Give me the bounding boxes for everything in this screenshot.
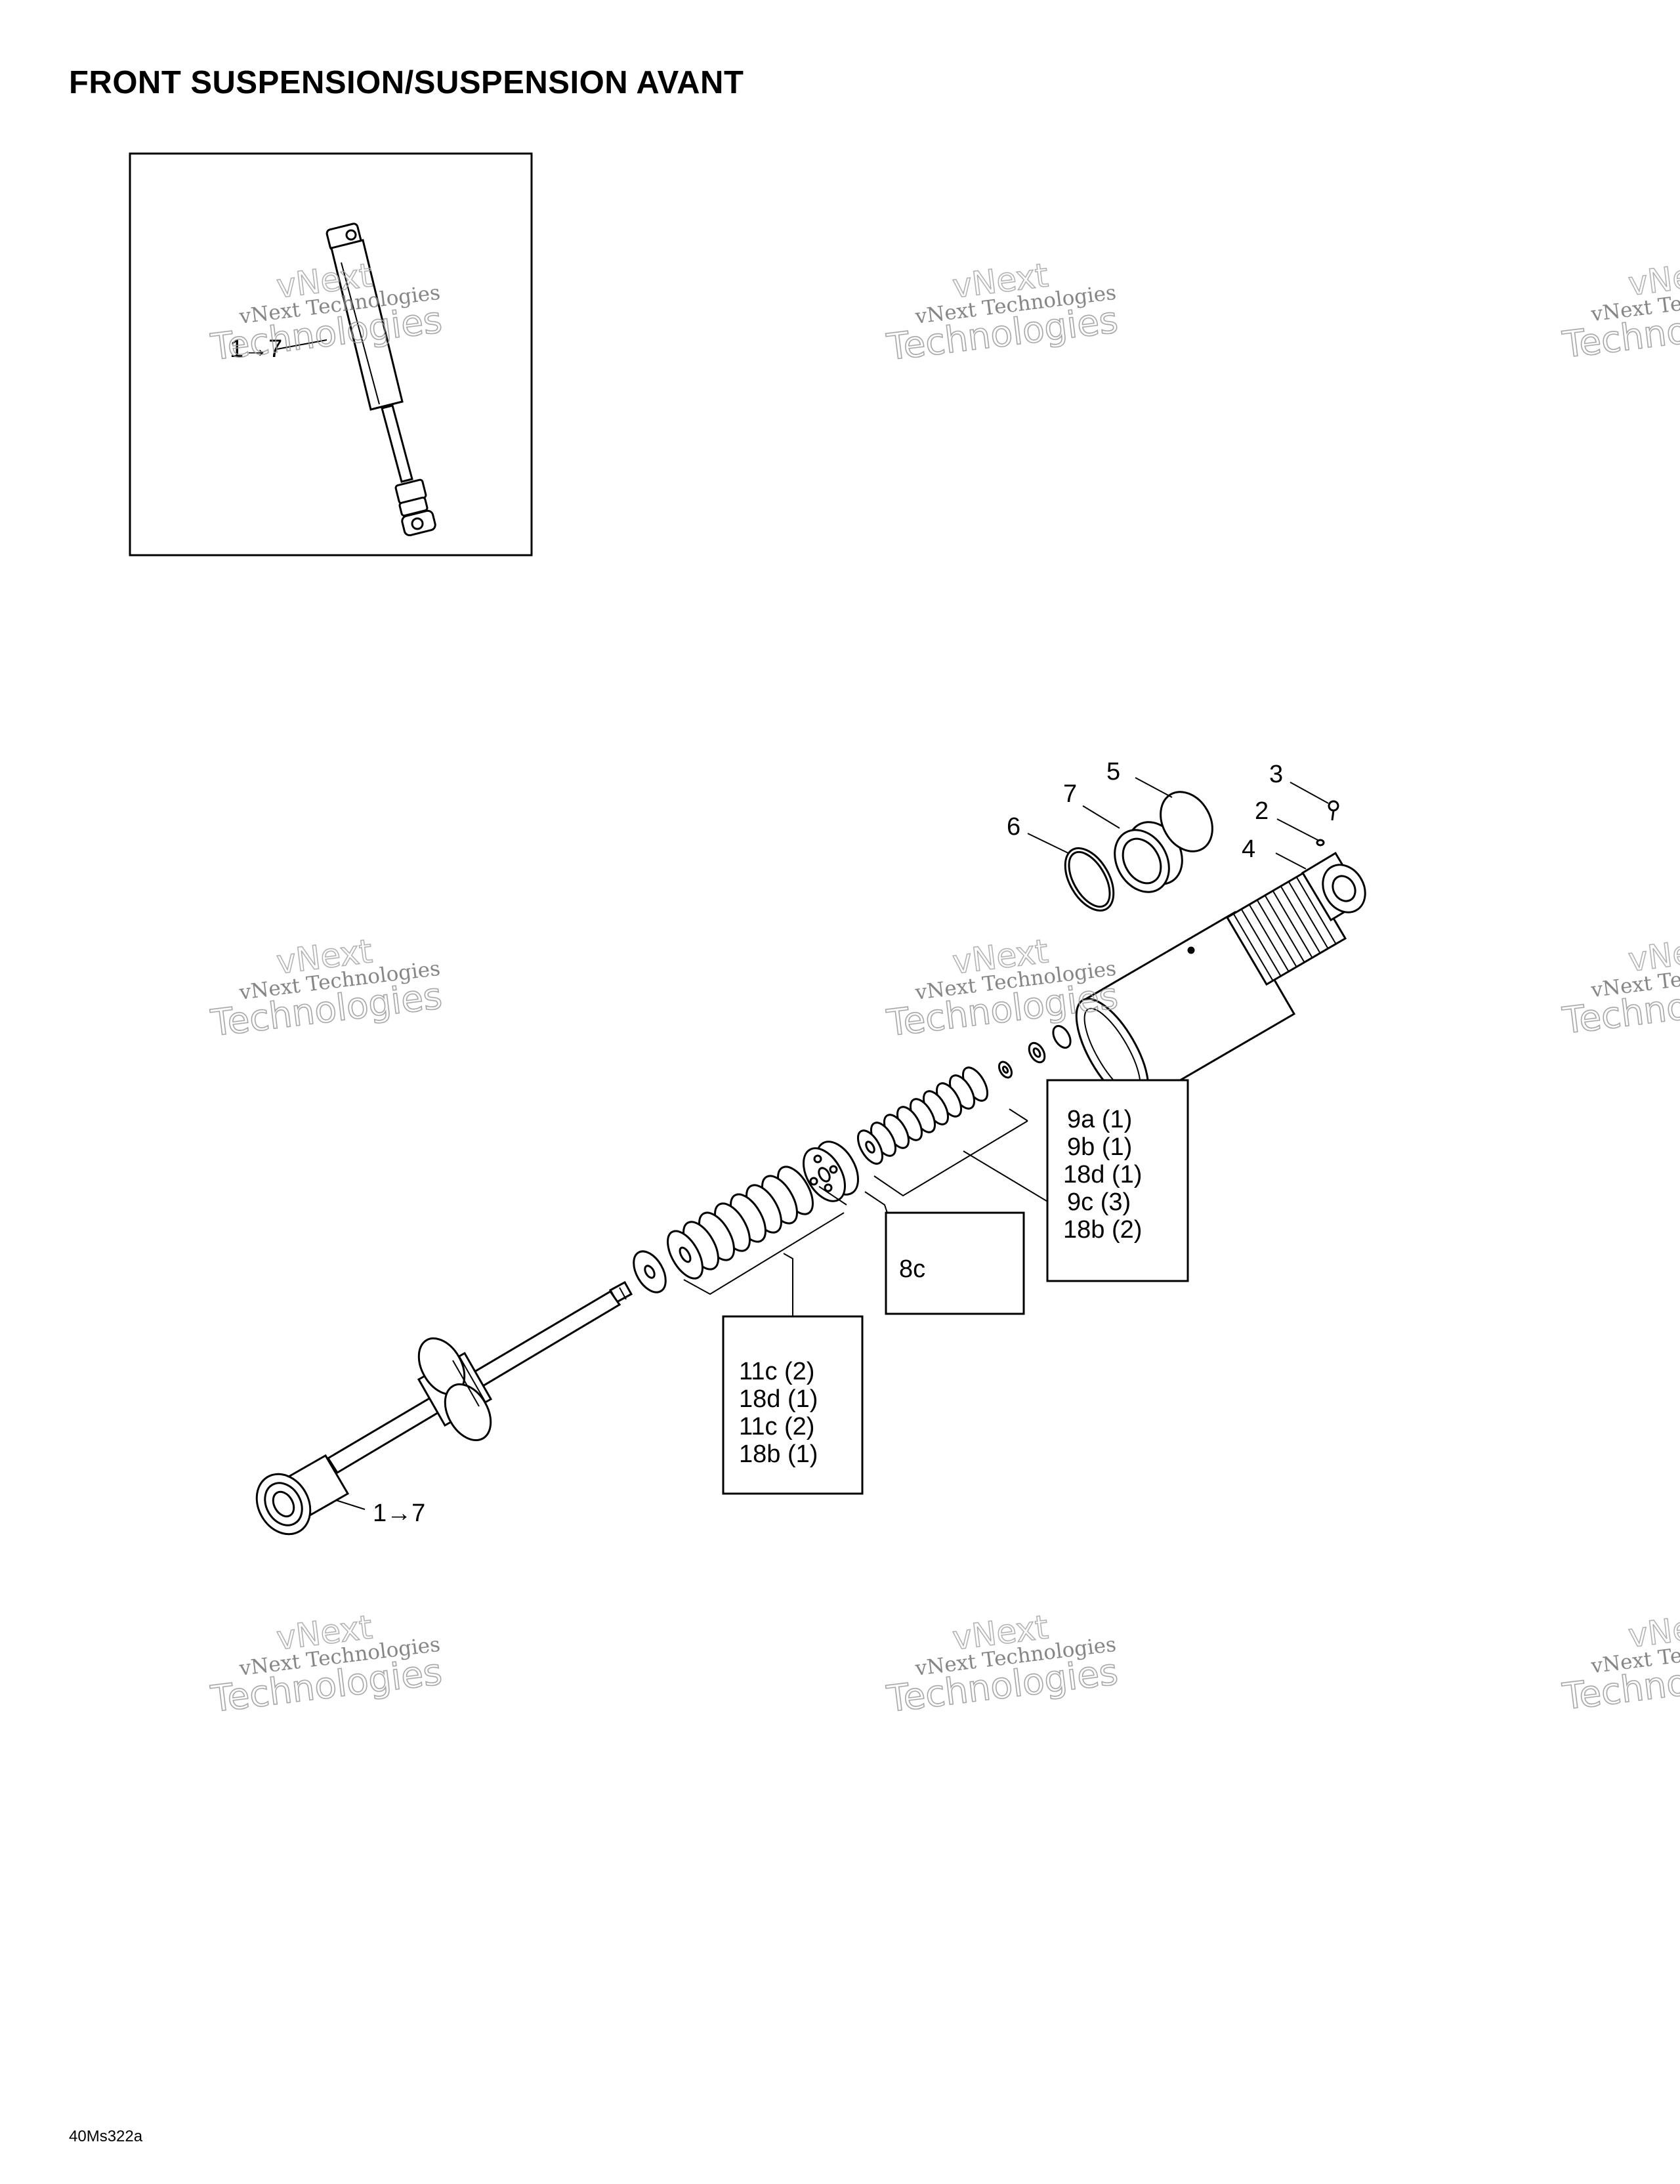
kit-box-11-line-4: 18b (1) [739, 1440, 818, 1468]
watermark-top-left: Technologies vNext Technologies vNext [208, 256, 445, 369]
watermark-low-right: Technologies vNext Technologies vNext [1559, 1605, 1680, 1719]
callout-1-to-7: 1→7 [373, 1500, 425, 1527]
callout-7: 7 [1063, 780, 1077, 808]
cap-5 [1160, 791, 1213, 852]
inset-callout-label: 1→7 [230, 335, 282, 363]
svg-text:vNext: vNext [1626, 254, 1680, 303]
kit-box-11-line-2: 18d (1) [739, 1385, 818, 1413]
washer-2 [1316, 839, 1325, 847]
callout-2: 2 [1255, 797, 1269, 825]
watermark-top-center: Technologies vNext Technologies vNext [884, 256, 1121, 369]
watermark-low-left: Technologies vNext Technologies vNext [208, 1608, 445, 1721]
valve-stack-washers [998, 1024, 1072, 1079]
svg-text:vNext: vNext [1626, 1606, 1680, 1655]
shock-body-tube [1075, 851, 1366, 1105]
page-title: FRONT SUSPENSION/SUSPENSION AVANT [69, 65, 744, 100]
callout-5: 5 [1106, 758, 1120, 786]
kit-box-9-line-3: 18d (1) [1063, 1161, 1142, 1188]
kit-box-9-line-5: 18b (2) [1063, 1216, 1142, 1244]
watermark-mid-center: Technologies vNext Technologies vNext [884, 932, 1121, 1045]
callout-6: 6 [1007, 813, 1020, 841]
kit-box-8: 8c [885, 1211, 1025, 1315]
watermark-mid-left: Technologies vNext Technologies vNext [208, 932, 445, 1045]
watermark-mid-right: Technologies vNext Technologies vNext [1559, 929, 1680, 1043]
shim-stack-large [667, 1166, 814, 1280]
leader-lines [335, 777, 1329, 1510]
kit-box-9: 9a (1) 9b (1) 18d (1) 9c (3) 18b (2) [1046, 1079, 1189, 1282]
svg-text:vNext: vNext [1626, 930, 1680, 979]
callout-4: 4 [1242, 835, 1255, 863]
kit-box-11-line-3: 11c (2) [739, 1413, 814, 1440]
kit-box-11-line-1: 11c (2) [739, 1358, 814, 1385]
shim-stack-small [856, 1066, 989, 1165]
kit-box-8-line-1: 8c [899, 1255, 925, 1283]
kit-box-9-line-2: 9b (1) [1067, 1133, 1132, 1161]
kit-box-9-line-4: 9c (3) [1067, 1188, 1131, 1216]
inset-shock-absorber-drawing [326, 222, 436, 537]
watermark-low-center: Technologies vNext Technologies vNext [884, 1608, 1121, 1721]
o-ring-6 [1064, 847, 1115, 912]
bushing-7 [1114, 821, 1183, 893]
piston-rod-assembly [255, 1280, 633, 1536]
piston [803, 1141, 859, 1202]
screw-3 [1328, 800, 1339, 821]
kit-box-11: 11c (2) 18d (1) 11c (2) 18b (1) [722, 1315, 864, 1495]
rod-washer [633, 1250, 667, 1293]
callout-labels: 5 3 2 4 7 6 1→7 [373, 758, 1283, 1527]
document-code: 40Ms322a [69, 2128, 143, 2145]
watermark-top-right: Technologies vNext Technologies vNext [1559, 253, 1680, 367]
callout-3: 3 [1269, 761, 1283, 788]
inset-thumbnail: 1→7 [129, 152, 533, 556]
kit-box-9-line-1: 9a (1) [1067, 1106, 1132, 1133]
